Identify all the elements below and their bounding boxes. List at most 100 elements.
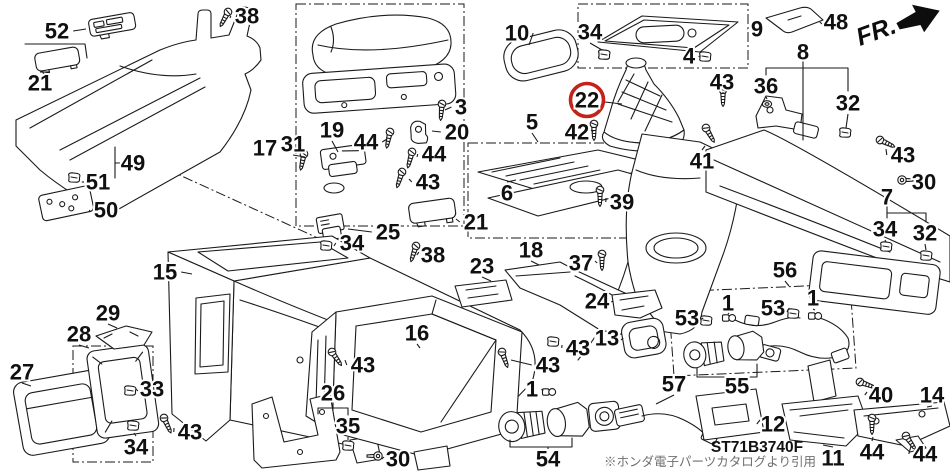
front-panel-drawing	[695, 388, 765, 441]
part-number-label: 29	[96, 301, 120, 326]
part-number-label: 26	[321, 381, 345, 406]
part-number-label: 43	[566, 336, 590, 361]
label-leader-line	[135, 388, 139, 392]
label-leader-line	[924, 243, 927, 251]
label-leader-line	[381, 456, 385, 460]
clip-icon	[787, 308, 800, 319]
part-number-label: 34	[124, 435, 149, 460]
label-leader-line	[133, 432, 137, 437]
label-leader-line	[620, 337, 624, 341]
part-number-label: 38	[235, 4, 259, 29]
part-number-label: 44	[422, 142, 447, 167]
part-number-label: 44	[860, 440, 885, 465]
protector-pad-drawing	[765, 6, 824, 34]
label-leader-line	[822, 444, 834, 448]
clip-icon	[699, 51, 712, 62]
bolt-icon	[597, 249, 607, 272]
screw-icon	[403, 146, 418, 170]
console-inner-box-drawing	[305, 295, 523, 471]
label-leader-line	[812, 308, 816, 311]
label-leader-line	[786, 307, 790, 313]
part-number-label: 53	[675, 306, 699, 331]
part-number-label: 43	[178, 420, 202, 445]
label-leader-line	[590, 129, 594, 133]
part-number-label: 1	[526, 377, 538, 402]
part-number-label: 27	[10, 360, 34, 385]
part-number-label: 8	[797, 40, 809, 65]
part-number-label: 1	[807, 286, 819, 311]
label-leader-line	[181, 271, 193, 275]
part-number-label: 30	[912, 170, 936, 195]
part-number-label: 39	[610, 190, 634, 215]
part-number-label: 21	[464, 210, 488, 235]
label-leader-line	[73, 28, 87, 32]
part-number-label: 5	[526, 110, 538, 135]
clip-icon	[342, 440, 355, 451]
armrest-latch-drawing	[319, 143, 367, 178]
label-leader-line	[699, 317, 704, 321]
label-leader-line	[408, 178, 413, 183]
part-number-label: 53	[761, 296, 785, 321]
pocket-bracket-drawing	[95, 325, 153, 350]
shift-indicator-panel-drawing	[597, 15, 739, 62]
label-leader-line	[444, 106, 452, 111]
part-number-label: 30	[386, 447, 410, 472]
part-number-label: 3	[455, 95, 467, 120]
part-number-label: 43	[416, 170, 440, 195]
lock-hook-drawing	[410, 120, 429, 144]
label-leader-line	[431, 130, 441, 133]
ashtray-drawing	[781, 359, 869, 447]
armrest-assembly-drawing	[302, 14, 457, 242]
fr-direction-indicator: FR.	[852, 4, 940, 52]
label-leader-line	[528, 32, 534, 46]
clip-icon	[920, 250, 933, 261]
clip-icon	[547, 336, 560, 347]
label-leader-line	[541, 388, 544, 392]
part-number-label: 37	[569, 251, 593, 276]
screw-icon	[382, 126, 396, 150]
source-note: ※ホンダ電子パーツカタログより引用	[604, 454, 816, 469]
part-number-label: 50	[94, 198, 118, 223]
part-number-label: 36	[754, 74, 778, 99]
part-number-label: 17	[253, 136, 277, 161]
label-leader-line	[331, 140, 339, 153]
mount-bracket-drawing	[611, 289, 663, 319]
part-number-label: 34	[340, 231, 365, 256]
part-number-label: 19	[320, 118, 344, 143]
console-pocket-drawing	[13, 369, 111, 456]
phantom-boundaries	[72, 3, 857, 463]
label-leader-line	[510, 359, 532, 366]
part-number-label: 7	[881, 185, 893, 210]
label-leader-line	[416, 343, 421, 349]
console-ring-drawing	[503, 29, 579, 82]
fr-label: FR.	[852, 12, 899, 52]
part-number-label: 43	[891, 143, 915, 168]
part-number-label: 28	[67, 322, 91, 347]
label-leader-line	[784, 280, 790, 287]
part-number-label: 12	[761, 412, 785, 437]
nut-icon	[761, 100, 773, 108]
clip-icon	[700, 315, 713, 326]
label-leader-line	[727, 312, 730, 315]
screw-icon	[158, 412, 175, 436]
accessory-switch-panel-drawing	[88, 12, 137, 40]
label-leader-line	[381, 138, 388, 143]
label-leader-line	[416, 153, 419, 158]
label-leader-line	[765, 96, 768, 100]
rear-tray-drawing	[808, 250, 941, 315]
wire-harness-drawing	[683, 314, 850, 380]
part-number-label: 43	[710, 70, 734, 95]
part-number-label: 14	[920, 383, 945, 408]
bulb-icon	[807, 312, 823, 320]
console-lid-drawing	[34, 46, 81, 75]
label-leader-line	[530, 260, 540, 266]
label-leader-line	[926, 405, 933, 408]
part-number-label: 33	[140, 377, 164, 402]
part-number-label: 15	[153, 260, 177, 285]
part-number-label: 25	[376, 220, 400, 245]
label-leader-line	[885, 148, 888, 156]
part-number-label: 55	[725, 374, 749, 399]
